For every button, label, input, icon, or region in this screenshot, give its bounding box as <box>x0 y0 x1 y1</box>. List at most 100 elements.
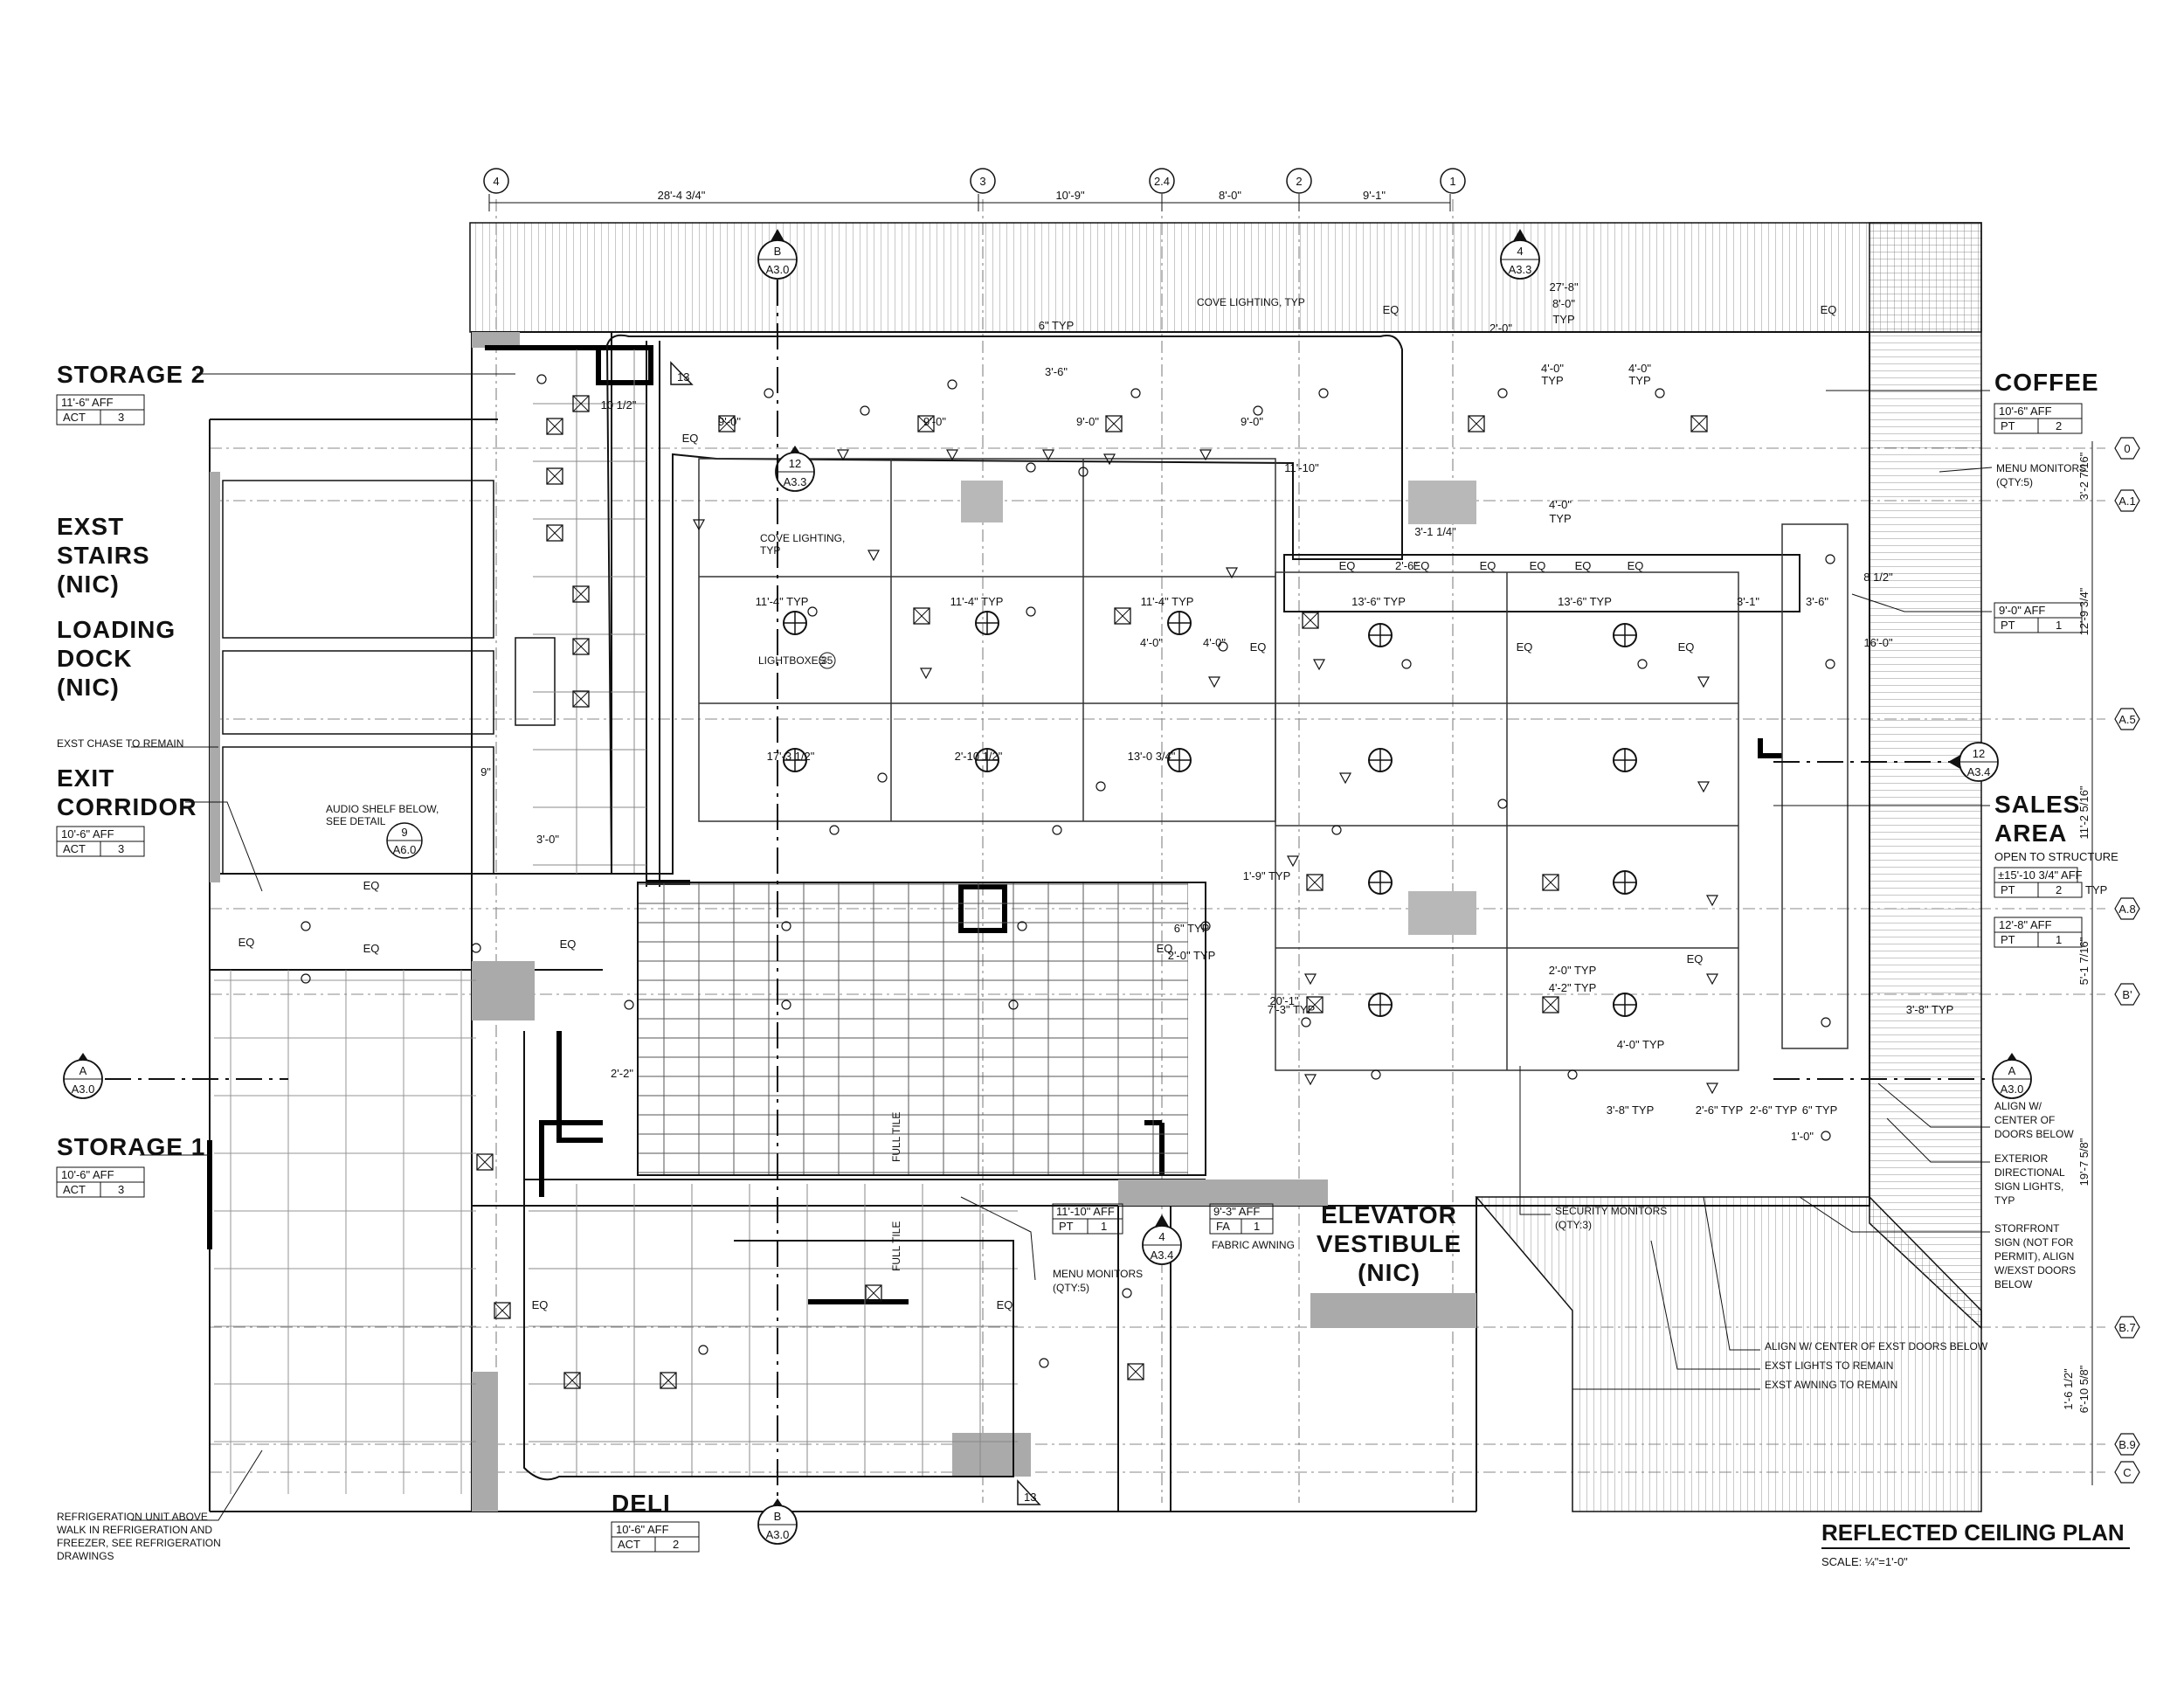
interior-dimension: 3'-6" <box>1806 595 1828 608</box>
svg-text:DELI: DELI <box>612 1490 671 1517</box>
svg-text:±15'-10 3/4" AFF: ±15'-10 3/4" AFF <box>1998 868 2083 882</box>
diffuser-icon <box>546 524 563 542</box>
diffuser-cross <box>1306 874 1324 891</box>
cove-light-icon <box>1697 781 1711 793</box>
sprinkler-icon <box>807 606 818 617</box>
svg-text:ACT: ACT <box>618 1538 640 1551</box>
note-lightboxes-num: 35 <box>821 654 833 667</box>
section-sheet: A3.3 <box>1509 263 1532 276</box>
interior-dimension: 4'-0" <box>1549 498 1572 511</box>
top-dim-2: 10'-9" <box>1055 189 1085 202</box>
grid-bubble <box>2114 1433 2140 1456</box>
grid-label: A.1 <box>2118 495 2136 508</box>
sprinkler-icon <box>1218 641 1228 652</box>
svg-text:ELEVATOR: ELEVATOR <box>1321 1201 1457 1228</box>
sprinkler-icon <box>301 973 311 984</box>
diffuser-icon <box>1105 415 1123 432</box>
svg-text:STAIRS: STAIRS <box>57 542 150 569</box>
svg-text:STORFRONT: STORFRONT <box>1994 1222 2060 1235</box>
svg-text:11'-6" AFF: 11'-6" AFF <box>61 396 114 409</box>
cove-light-icon <box>1303 973 1317 986</box>
top-dim-1: 28'-4 3/4" <box>658 189 706 202</box>
grid-label: C <box>2123 1466 2131 1479</box>
svg-text:(NIC): (NIC) <box>57 674 120 701</box>
interior-dimension: 11'-4" TYP <box>1141 595 1194 608</box>
svg-text:FABRIC AWNING: FABRIC AWNING <box>1212 1239 1295 1251</box>
right-dim-3: 11'-2 5/16" <box>2077 785 2091 839</box>
svg-text:1: 1 <box>2056 619 2062 632</box>
grid-bubble <box>1149 168 1175 194</box>
section-marker: 4A3.4 <box>1142 1214 1182 1265</box>
diffuser-cross <box>1306 996 1324 1013</box>
interior-dimension: 6" TYP <box>1802 1103 1838 1117</box>
sprinkler-icon <box>1821 1131 1831 1141</box>
interior-dimension: 9'-0" <box>923 415 946 428</box>
note-full-tile: FULL TILE <box>890 1112 902 1162</box>
leader-lines <box>131 467 1993 1521</box>
diffuser-icon <box>1306 996 1324 1013</box>
svg-text:W/EXST DOORS: W/EXST DOORS <box>1994 1264 2076 1276</box>
room-deli: DELI 10'-6" AFF ACT 2 <box>611 1490 700 1553</box>
svg-text:DOCK: DOCK <box>57 645 132 672</box>
svg-text:ALIGN W/: ALIGN W/ <box>1994 1100 2042 1112</box>
interior-dimension: 2'-6" <box>1395 559 1418 572</box>
svg-text:STORAGE 2: STORAGE 2 <box>57 361 205 388</box>
interior-dimension: TYP <box>1552 313 1574 326</box>
svg-text:SIGN (NOT FOR: SIGN (NOT FOR <box>1994 1236 2074 1249</box>
svg-text:2: 2 <box>2056 883 2062 896</box>
sprinkler-icon <box>1017 921 1027 931</box>
diffuser-cross <box>917 415 935 432</box>
room-coffee: COFFEE 10'-6" AFF PT 2 <box>1826 369 2098 434</box>
diffuser-icon <box>476 1153 494 1171</box>
note-audio-1: AUDIO SHELF BELOW, <box>326 803 439 815</box>
section-sheet: A3.0 <box>766 1528 790 1541</box>
note-align-exst: ALIGN W/ CENTER OF EXST DOORS BELOW <box>1765 1340 1988 1352</box>
top-dimension-string <box>488 194 1451 211</box>
interior-dimension: 1'-9" TYP <box>1243 869 1291 882</box>
sprinkler-icon <box>698 1345 708 1355</box>
svg-text:10'-6" AFF: 10'-6" AFF <box>61 827 114 841</box>
note-menu-mon-1: MENU MONITORS <box>1996 462 2086 474</box>
detail-marker: 9 A6.0 <box>386 822 423 859</box>
diffuser-icon <box>563 1372 581 1389</box>
cove-light-icon <box>1338 772 1352 785</box>
diffuser-icon <box>1302 612 1319 629</box>
svg-text:LOADING: LOADING <box>57 616 176 643</box>
grid-bubble <box>2114 437 2140 460</box>
grid-label: 2 <box>1296 175 1302 188</box>
interior-dimension: 1'-0" <box>1791 1130 1814 1143</box>
sprinkler-icon <box>1130 388 1141 398</box>
revision-triangles: 13 13 <box>670 361 1041 1505</box>
section-letter: 12 <box>1973 747 1985 760</box>
diffuser-icon <box>494 1302 511 1319</box>
interior-dimension: 8 1/2" <box>1863 571 1893 584</box>
eq-label: EQ <box>363 942 380 955</box>
note-exterior-directional: EXTERIOR DIRECTIONAL SIGN LIGHTS, TYP <box>1994 1152 2065 1207</box>
grid-label: 3 <box>979 175 985 188</box>
note-full-tile-b: FULL TILE <box>890 1221 902 1271</box>
cove-soffits <box>523 334 1800 1481</box>
svg-text:ACT: ACT <box>63 1183 86 1196</box>
diffuser-cross <box>563 1372 581 1389</box>
sprinkler-icon <box>1637 659 1648 669</box>
svg-text:12'-8" AFF: 12'-8" AFF <box>1999 918 2052 931</box>
note-security-1: SECURITY MONITORS <box>1555 1205 1667 1217</box>
diffuser-icon <box>1468 415 1485 432</box>
note-exst-chase: EXST CHASE TO REMAIN <box>57 737 183 750</box>
sprinkler-icon <box>536 374 547 384</box>
interior-dimension: TYP <box>1541 374 1563 387</box>
interior-dimension: 20'-1" <box>1269 994 1299 1007</box>
grid-label: 2.4 <box>1154 175 1170 188</box>
section-marker: AA3.0 <box>1992 1053 2032 1099</box>
diffuser-cross <box>1302 612 1319 629</box>
svg-text:3: 3 <box>118 411 124 424</box>
interior-dimension: 2'-6" TYP <box>1696 1103 1744 1117</box>
interior-dimension: 3'-8" TYP <box>1607 1103 1655 1117</box>
svg-text:9: 9 <box>401 826 407 839</box>
sprinkler-icon <box>781 921 791 931</box>
sprinkler-icon <box>1655 388 1665 398</box>
room-loading-dock: LOADING DOCK (NIC) <box>57 616 176 701</box>
cove-light-icon <box>1303 1074 1317 1086</box>
diffuser-cross <box>572 690 590 708</box>
interior-dimension: 9'-0" <box>718 415 741 428</box>
